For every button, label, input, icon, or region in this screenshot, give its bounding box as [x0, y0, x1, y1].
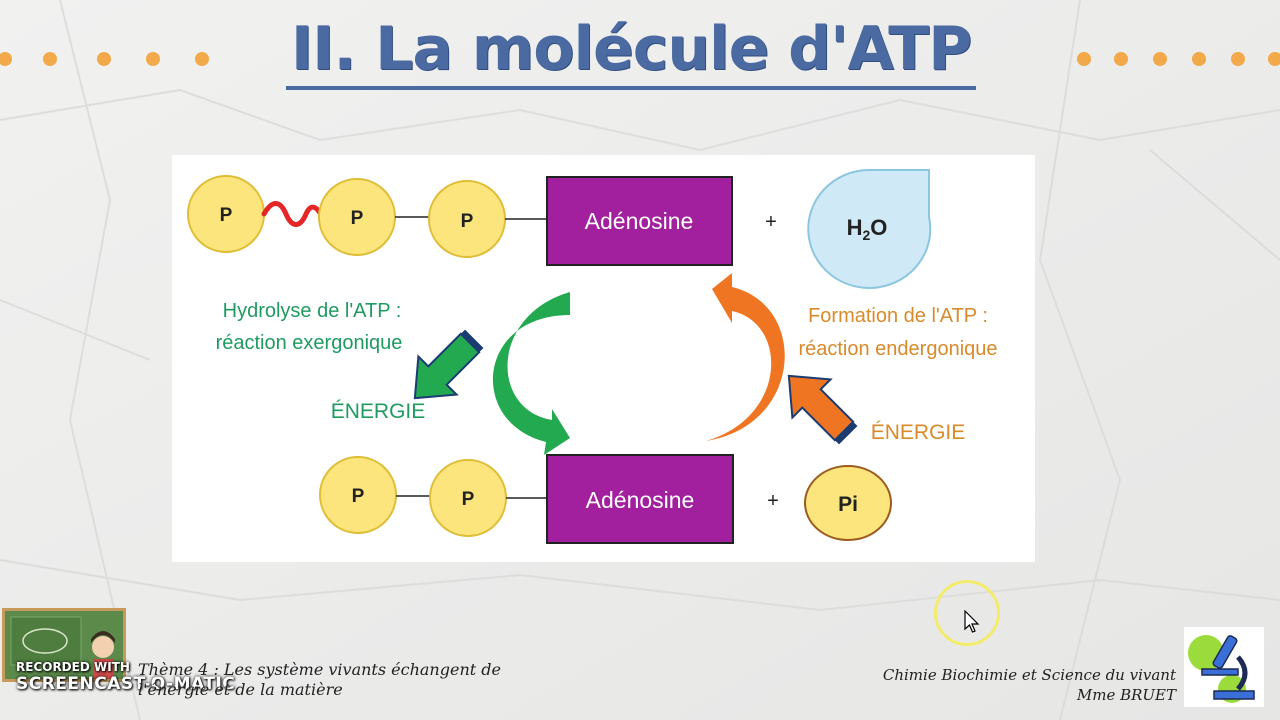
energy-input-label: ÉNERGIE [871, 421, 966, 444]
phosphate-label: P [351, 208, 364, 229]
footer-course: Chimie Biochimie et Science du vivant Mm… [756, 665, 1176, 705]
teacher-avatar-icon [10, 616, 115, 679]
water-drop [807, 169, 932, 289]
phosphate-label: P [461, 211, 474, 232]
footer-theme-line2: l'énergie et de la matière [138, 680, 343, 699]
adenosine-label: Adénosine [585, 208, 694, 234]
hydrolysis-label-line2: réaction exergonique [216, 332, 403, 354]
watermark-line2: SCREENCAST-O-MATIC [16, 674, 236, 694]
footer-theme-line1: Thème 4 : Les système vivants échangent … [138, 660, 501, 679]
classroom-thumbnail [2, 608, 126, 682]
slide-title: II. La molécule d'ATP [290, 14, 972, 84]
energy-release-arrow [413, 329, 484, 400]
footer-course-name: Chimie Biochimie et Science du vivant [882, 666, 1176, 684]
energy-input-arrow [787, 374, 858, 445]
footer-theme: Thème 4 : Les système vivants échangent … [138, 660, 538, 700]
inorganic-phosphate-circle [804, 465, 892, 541]
phosphate-label: P [462, 489, 475, 510]
atp-cycle-diagram: P P P Adénosine + H2O Hydrolyse de l'ATP… [187, 169, 998, 544]
phosphate-label: P [220, 205, 233, 226]
formation-cycle-arrow [706, 273, 785, 441]
water-label: H2O [847, 215, 888, 243]
plus-sign: + [767, 490, 779, 512]
energy-released-label: ÉNERGIE [331, 400, 426, 423]
title-underline [286, 86, 976, 90]
formation-label-line1: Formation de l'ATP : [808, 305, 988, 327]
hydrolysis-label-line1: Hydrolyse de l'ATP : [223, 300, 402, 322]
adenosine-box [546, 454, 734, 544]
footer-teacher-name: Mme BRUET [1076, 686, 1176, 704]
plus-sign: + [765, 211, 777, 233]
high-energy-bond [261, 201, 323, 227]
logo [1184, 627, 1264, 707]
formation-label-line2: réaction endergonique [798, 338, 997, 360]
mouse-cursor-icon [964, 610, 980, 633]
inorganic-phosphate-label: Pi [838, 493, 858, 516]
adenosine-box [546, 176, 733, 266]
hydrolysis-cycle-arrow [492, 292, 570, 455]
screencast-watermark: RECORDED WITH SCREENCAST-O-MATIC [16, 660, 235, 694]
cursor-highlight [934, 580, 1000, 646]
adenosine-label: Adénosine [586, 487, 695, 513]
atp-diagram-card: P P P Adénosine + H2O Hydrolyse de l'ATP… [172, 155, 1035, 562]
watermark-line1: RECORDED WITH [16, 660, 130, 674]
phosphate-circle [319, 456, 397, 534]
microscope-icon [1188, 635, 1255, 703]
phosphate-label: P [352, 486, 365, 507]
